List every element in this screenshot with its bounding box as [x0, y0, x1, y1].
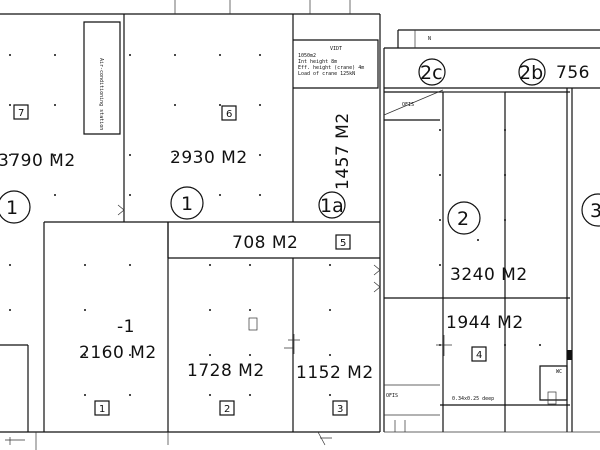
zone-number-5: 5	[340, 238, 346, 249]
vidt-area: 1050m2	[298, 53, 316, 59]
zone-boxes	[13, 104, 487, 416]
zone-number-2: 2	[224, 404, 230, 415]
wc-label: WC	[556, 369, 562, 375]
zone-number-6: 6	[226, 109, 232, 120]
area-label-1: 2160 M2	[79, 343, 157, 363]
grid-marker-1a: 1a	[320, 195, 344, 217]
ac-station-label: Air-conditioning station	[98, 58, 104, 130]
minus-one-label: -1	[117, 317, 135, 337]
zone-number-7: 7	[18, 108, 24, 119]
grid-marker-3: 3	[590, 200, 600, 222]
office-label-top: OFIS	[402, 102, 414, 108]
zone-number-3: 3	[337, 404, 343, 415]
area-label-4: 1944 M2	[446, 313, 524, 333]
north-marker: N	[428, 36, 431, 42]
vidt-crane-load: Load of crane 125kN	[298, 71, 355, 77]
area-label-1a: 1457 M2	[333, 112, 353, 190]
office-label-bottom: OFIS	[386, 393, 398, 399]
fixtures	[5, 204, 572, 446]
grid-marker-2c: 2c	[420, 62, 443, 84]
area-label-7: 3790 M2	[0, 151, 76, 171]
grid-markers	[0, 58, 600, 235]
vidt-title: VIDT	[330, 46, 342, 52]
grid-marker-1: 1	[181, 193, 193, 215]
area-label-5: 708 M2	[232, 233, 298, 253]
pit-depth-label: 0.34x0.25 deep	[452, 396, 494, 402]
area-label-2: 1728 M2	[187, 361, 265, 381]
grid-marker-2: 2	[457, 208, 469, 230]
column-grid	[9, 54, 541, 396]
zone-number-1: 1	[99, 404, 105, 415]
diagonals	[383, 89, 505, 116]
area-label-2-main: 3240 M2	[450, 265, 528, 285]
grid-marker-2b: 2b	[519, 62, 543, 84]
area-label-6: 2930 M2	[170, 148, 248, 168]
zone-number-4: 4	[476, 350, 482, 361]
grid-marker-1-left: 1	[6, 197, 18, 219]
area-label-3: 1152 M2	[296, 363, 374, 383]
vidt-eff-height: Eff. height (crane) 4m	[298, 65, 364, 71]
area-label-2b: 756	[556, 63, 590, 83]
vidt-height: Int height 8m	[298, 59, 337, 65]
